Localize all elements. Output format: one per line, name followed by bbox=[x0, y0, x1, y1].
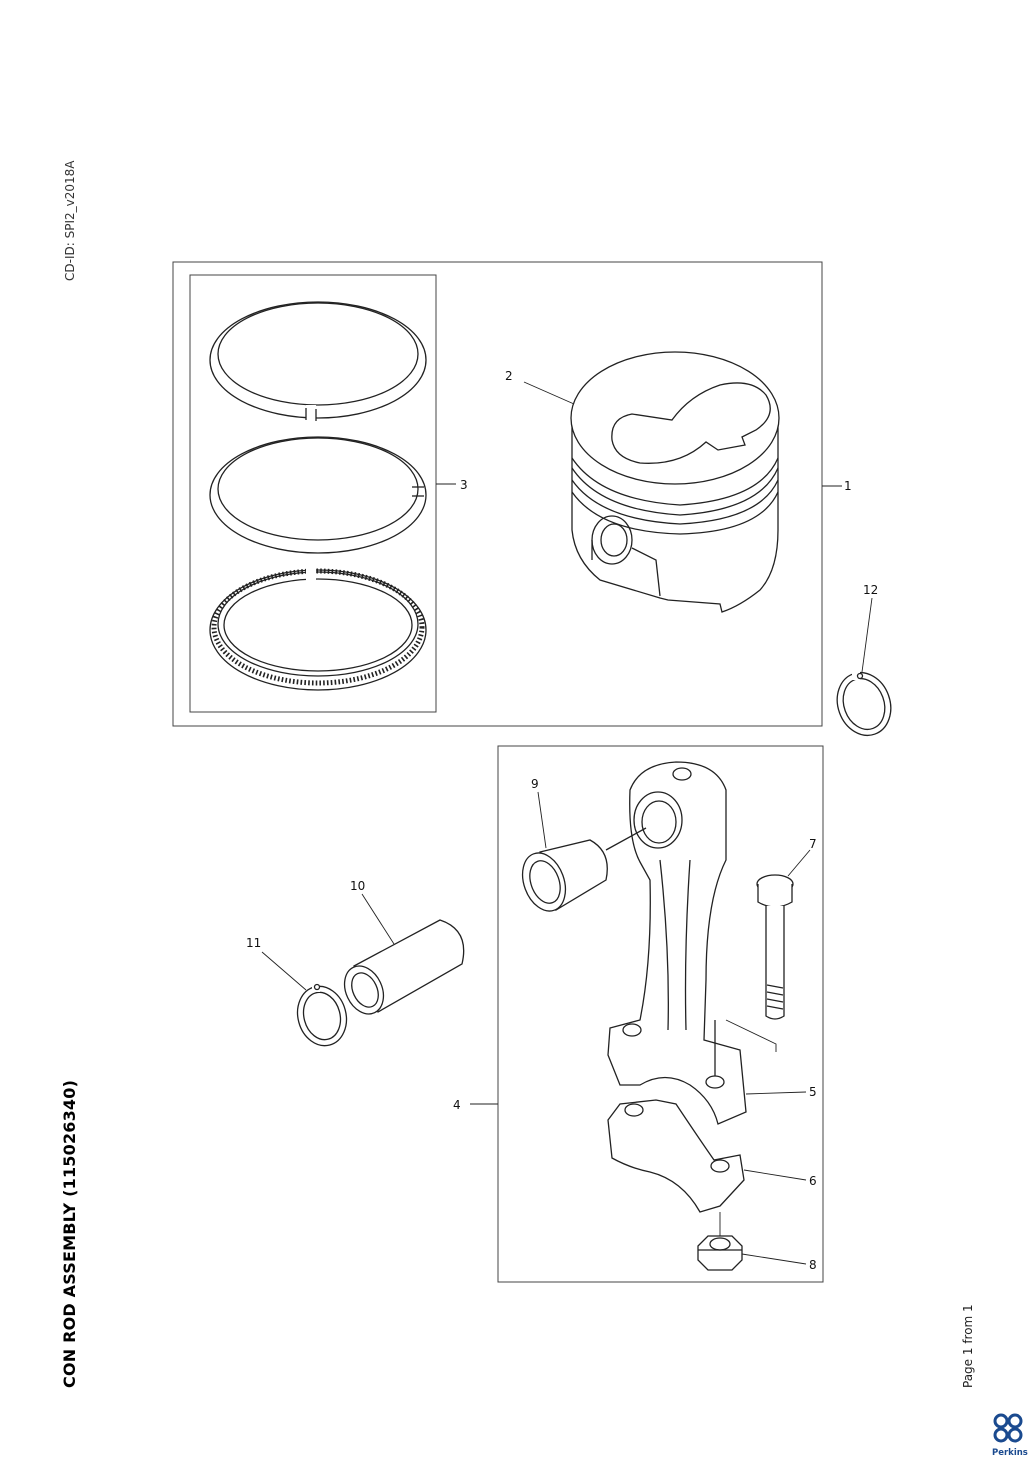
callout-8: 8 bbox=[809, 1258, 817, 1272]
callout-leader-9 bbox=[537, 791, 547, 849]
piston-ring-top bbox=[209, 301, 427, 421]
callout-leader-2 bbox=[523, 381, 575, 405]
callout-leader-11 bbox=[261, 951, 307, 991]
callout-3: 3 bbox=[460, 478, 468, 492]
callout-6: 6 bbox=[809, 1174, 817, 1188]
callout-leader-12 bbox=[861, 597, 873, 673]
gudgeon-pin bbox=[343, 919, 465, 1015]
con-rod-nut bbox=[697, 1212, 743, 1271]
piston-group-frame bbox=[172, 261, 823, 727]
logo-text: Perkins bbox=[992, 1448, 1028, 1458]
callout-leader-10 bbox=[361, 893, 395, 945]
callout-9: 9 bbox=[531, 777, 539, 791]
callout-leader-8 bbox=[741, 1253, 807, 1265]
circlip-left bbox=[296, 982, 348, 1047]
piston-ring-middle bbox=[209, 436, 427, 554]
piston-ring-oil-control bbox=[209, 563, 427, 691]
piston bbox=[570, 351, 780, 613]
connecting-rod bbox=[607, 761, 747, 1125]
callout-5: 5 bbox=[809, 1085, 817, 1099]
callout-leader-5 bbox=[745, 1091, 807, 1095]
callout-11: 11 bbox=[246, 936, 261, 950]
con-rod-bolt bbox=[725, 874, 794, 1052]
callout-4: 4 bbox=[453, 1098, 461, 1112]
callout-7: 7 bbox=[809, 837, 817, 851]
callout-12: 12 bbox=[863, 583, 878, 597]
callout-leader-6 bbox=[743, 1169, 807, 1181]
circlip-right bbox=[836, 670, 892, 737]
ring-set-frame bbox=[189, 274, 437, 713]
perkins-logo: Perkins bbox=[992, 1413, 1028, 1458]
callout-leader-7 bbox=[787, 849, 811, 877]
callout-1: 1 bbox=[844, 479, 852, 493]
callout-2: 2 bbox=[505, 369, 513, 383]
con-rod-cap bbox=[607, 1099, 745, 1213]
small-end-bush bbox=[521, 827, 647, 912]
callout-10: 10 bbox=[350, 879, 365, 893]
con-rod-group-frame bbox=[497, 745, 824, 1283]
